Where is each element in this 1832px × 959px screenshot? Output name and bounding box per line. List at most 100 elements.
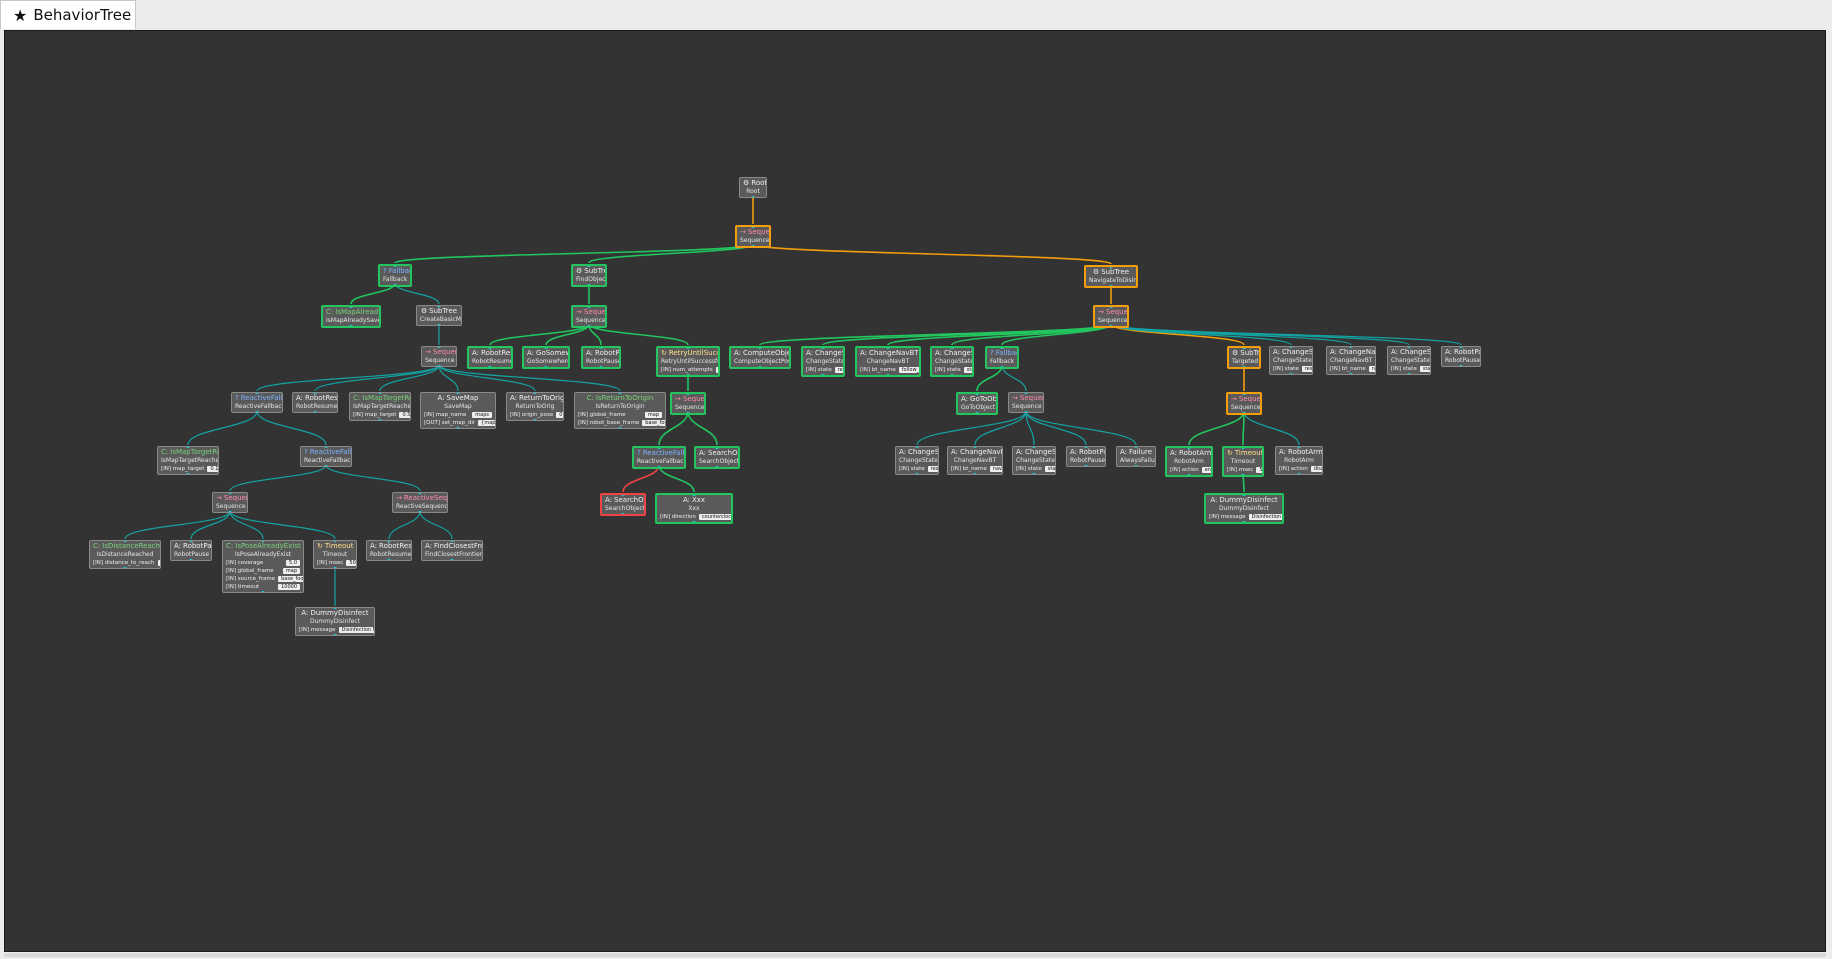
output-port-dot[interactable] xyxy=(587,284,591,285)
output-port-dot[interactable] xyxy=(1024,411,1028,412)
output-port-dot[interactable] xyxy=(1242,366,1246,367)
node-a_cs4[interactable]: A:ChangeStateChangeState[IN] statestart xyxy=(1387,346,1431,375)
input-port-dot[interactable] xyxy=(975,394,979,395)
output-port-dot[interactable] xyxy=(886,374,890,375)
output-port-dot[interactable] xyxy=(973,473,977,474)
node-a_pause_n[interactable]: A:RobotPauseRobotPause xyxy=(1441,346,1481,367)
input-port-dot[interactable] xyxy=(1187,448,1191,449)
port-value-field[interactable]: start xyxy=(1044,466,1055,472)
port-value-field[interactable]: Disinfection Model xyxy=(338,627,374,633)
input-port-dot[interactable] xyxy=(599,348,603,349)
node-d_retry[interactable]: ↻RetryUntilSuccessfulRetryUntilSuccessfu… xyxy=(656,346,720,377)
input-port-dot[interactable] xyxy=(692,495,696,496)
output-port-dot[interactable] xyxy=(488,366,492,367)
node-seq_main[interactable]: →SequenceSequence xyxy=(735,225,771,248)
input-port-dot[interactable] xyxy=(1032,447,1036,448)
node-a_gotoobj[interactable]: A:GoToObjectGoToObject xyxy=(956,392,998,415)
output-port-dot[interactable] xyxy=(450,559,454,560)
port-value-field[interactable]: {map_dir} xyxy=(478,420,495,426)
input-port-dot[interactable] xyxy=(333,541,337,542)
input-port-dot[interactable] xyxy=(1134,447,1138,448)
input-port-dot[interactable] xyxy=(544,348,548,349)
input-port-dot[interactable] xyxy=(1242,348,1246,349)
output-port-dot[interactable] xyxy=(758,366,762,367)
input-port-dot[interactable] xyxy=(587,307,591,308)
node-a_cs6[interactable]: A:ChangeStateChangeState[IN] statestart xyxy=(1012,446,1056,475)
output-port-dot[interactable] xyxy=(456,427,460,428)
input-port-dot[interactable] xyxy=(393,266,397,267)
input-port-dot[interactable] xyxy=(313,393,317,394)
output-port-dot[interactable] xyxy=(437,365,441,366)
node-a_search2[interactable]: A:SearchObjectSearchObject xyxy=(600,493,646,516)
node-st_target[interactable]: ⚙SubTreeTargeted xyxy=(1227,346,1261,369)
node-a_resume_f[interactable]: A:RobotResumeRobotResume xyxy=(467,346,513,369)
node-rf1[interactable]: ?ReactiveFallbackReactiveFallback xyxy=(231,392,283,413)
output-port-dot[interactable] xyxy=(686,374,690,375)
input-port-dot[interactable] xyxy=(1000,348,1004,349)
input-port-dot[interactable] xyxy=(333,608,337,609)
output-port-dot[interactable] xyxy=(751,196,755,197)
output-port-dot[interactable] xyxy=(418,511,422,512)
output-port-dot[interactable] xyxy=(544,366,548,367)
output-port-dot[interactable] xyxy=(1289,373,1293,374)
port-value-field[interactable]: 5000 xyxy=(346,560,356,566)
input-port-dot[interactable] xyxy=(418,493,422,494)
port-value-field[interactable]: follow_point xyxy=(898,367,919,373)
output-port-dot[interactable] xyxy=(261,591,265,592)
output-port-dot[interactable] xyxy=(349,325,353,326)
node-seq_cov[interactable]: →SequenceSequence xyxy=(212,492,248,513)
output-port-dot[interactable] xyxy=(686,412,690,413)
port-value-field[interactable]: 5.0 xyxy=(286,560,300,566)
input-port-dot[interactable] xyxy=(1109,267,1113,268)
input-port-dot[interactable] xyxy=(1349,347,1353,348)
output-port-dot[interactable] xyxy=(1109,325,1113,326)
port-value-field[interactable]: 5000 xyxy=(1256,467,1262,473)
input-port-dot[interactable] xyxy=(657,448,661,449)
port-value-field[interactable]: start xyxy=(963,367,972,373)
input-port-dot[interactable] xyxy=(758,348,762,349)
input-port-dot[interactable] xyxy=(1242,495,1246,496)
output-port-dot[interactable] xyxy=(255,411,259,412)
port-value-field[interactable]: 1.0 xyxy=(157,560,160,566)
input-port-dot[interactable] xyxy=(950,348,954,349)
node-seq_nav[interactable]: →SequenceSequence xyxy=(1093,305,1129,328)
output-port-dot[interactable] xyxy=(621,513,625,514)
input-port-dot[interactable] xyxy=(324,447,328,448)
input-port-dot[interactable] xyxy=(821,348,825,349)
node-rf2[interactable]: ?ReactiveFallbackReactiveFallback xyxy=(300,446,352,467)
output-port-dot[interactable] xyxy=(821,374,825,375)
node-c_target1[interactable]: C:IsMapTargetReachedIsMapTargetReached[I… xyxy=(349,392,411,421)
node-fb_goto[interactable]: ?FallbackFallback xyxy=(985,346,1019,369)
node-fallback1[interactable]: ?FallbackFallback xyxy=(378,264,412,287)
output-port-dot[interactable] xyxy=(1242,412,1246,413)
output-port-dot[interactable] xyxy=(657,466,661,467)
output-port-dot[interactable] xyxy=(975,412,979,413)
node-a_cs3[interactable]: A:ChangeStateChangeState[IN] statereset xyxy=(1269,346,1313,375)
node-c_dist[interactable]: C:IsDistanceReachedIsDistanceReached[IN]… xyxy=(89,540,161,569)
input-port-dot[interactable] xyxy=(621,495,625,496)
node-st_createmap[interactable]: ⚙SubTreeCreateBasicMap xyxy=(416,305,462,326)
output-port-dot[interactable] xyxy=(324,465,328,466)
output-port-dot[interactable] xyxy=(189,559,193,560)
input-port-dot[interactable] xyxy=(1084,447,1088,448)
port-value-field[interactable]: 0.50 xyxy=(399,412,410,418)
input-port-dot[interactable] xyxy=(686,394,690,395)
input-port-dot[interactable] xyxy=(378,393,382,394)
port-value-field[interactable]: map xyxy=(644,412,662,418)
input-port-dot[interactable] xyxy=(349,307,353,308)
output-port-dot[interactable] xyxy=(1032,473,1036,474)
input-port-dot[interactable] xyxy=(186,447,190,448)
node-a_pause_f[interactable]: A:RobotPauseRobotPause xyxy=(581,346,621,369)
node-a_cop[interactable]: A:ComputeObjectPoseComputeObjectPose xyxy=(729,346,791,369)
output-port-dot[interactable] xyxy=(1000,366,1004,367)
output-port-dot[interactable] xyxy=(1134,465,1138,466)
